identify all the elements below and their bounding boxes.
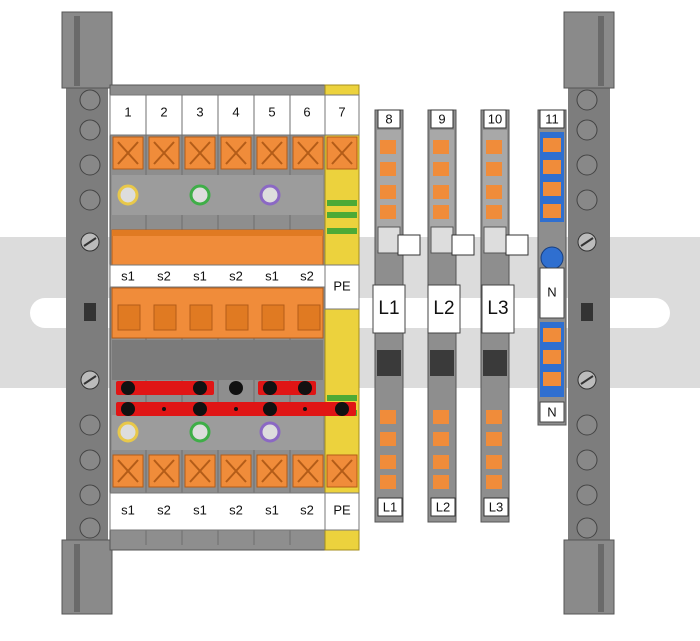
phase-bottom-label: L3	[489, 499, 503, 514]
pe-terminal	[324, 84, 360, 551]
channel-label: s2	[157, 502, 171, 517]
terminal-number: 4	[232, 104, 239, 119]
bridge-icon	[116, 381, 356, 416]
neutral-label: N	[547, 284, 556, 299]
phase-bottom-label: L1	[383, 499, 397, 514]
mid-labels: s1 s2 s1 s2 s1 s2 PE	[121, 268, 351, 293]
channel-label: s1	[265, 502, 279, 517]
bottom-labels: s1 s2 s1 s2 s1 s2 PE	[121, 502, 351, 517]
terminal-number: 11	[545, 111, 559, 126]
channel-label: s1	[193, 502, 207, 517]
terminal-number: 7	[338, 104, 345, 119]
channel-label: s2	[157, 268, 171, 283]
phase-label-l2: L2	[433, 298, 454, 319]
channel-label: s2	[300, 268, 314, 283]
neutral-terminal	[537, 109, 567, 426]
phase-label-l3: L3	[487, 298, 508, 319]
marker-tag-icon	[483, 109, 507, 129]
terminal-number: 3	[196, 104, 203, 119]
terminal-number: 1	[124, 104, 131, 119]
channel-label: s2	[300, 502, 314, 517]
phase-bottom-label: L2	[436, 499, 450, 514]
pe-label: PE	[333, 502, 351, 517]
pe-label: PE	[333, 278, 351, 293]
terminal-block-main	[109, 84, 326, 551]
top-number-labels: 1 2 3 4 5 6 7 8 9 10 11	[124, 104, 558, 126]
marker-tag-icon	[539, 109, 565, 129]
channel-label: s2	[229, 268, 243, 283]
right-end-bracket	[563, 11, 615, 615]
left-end-bracket	[61, 11, 113, 615]
channel-label: s1	[121, 268, 135, 283]
channel-label: s1	[193, 268, 207, 283]
terminal-number: 10	[488, 111, 502, 126]
phase-terminals	[372, 109, 529, 523]
neutral-labels: N N	[547, 284, 556, 419]
marker-tag-icon	[430, 109, 454, 129]
phase-label-l1: L1	[378, 298, 399, 319]
neutral-label: N	[547, 404, 556, 419]
channel-label: s1	[265, 268, 279, 283]
terminal-number: 8	[385, 111, 392, 126]
terminal-number: 5	[268, 104, 275, 119]
terminal-number: 6	[303, 104, 310, 119]
phase-labels: L1 L2 L3 L1 L2 L3	[378, 298, 508, 514]
marker-tag-icon	[377, 109, 401, 129]
channel-label: s2	[229, 502, 243, 517]
terminal-number: 2	[160, 104, 167, 119]
channel-label: s1	[121, 502, 135, 517]
terminal-number: 9	[438, 111, 445, 126]
